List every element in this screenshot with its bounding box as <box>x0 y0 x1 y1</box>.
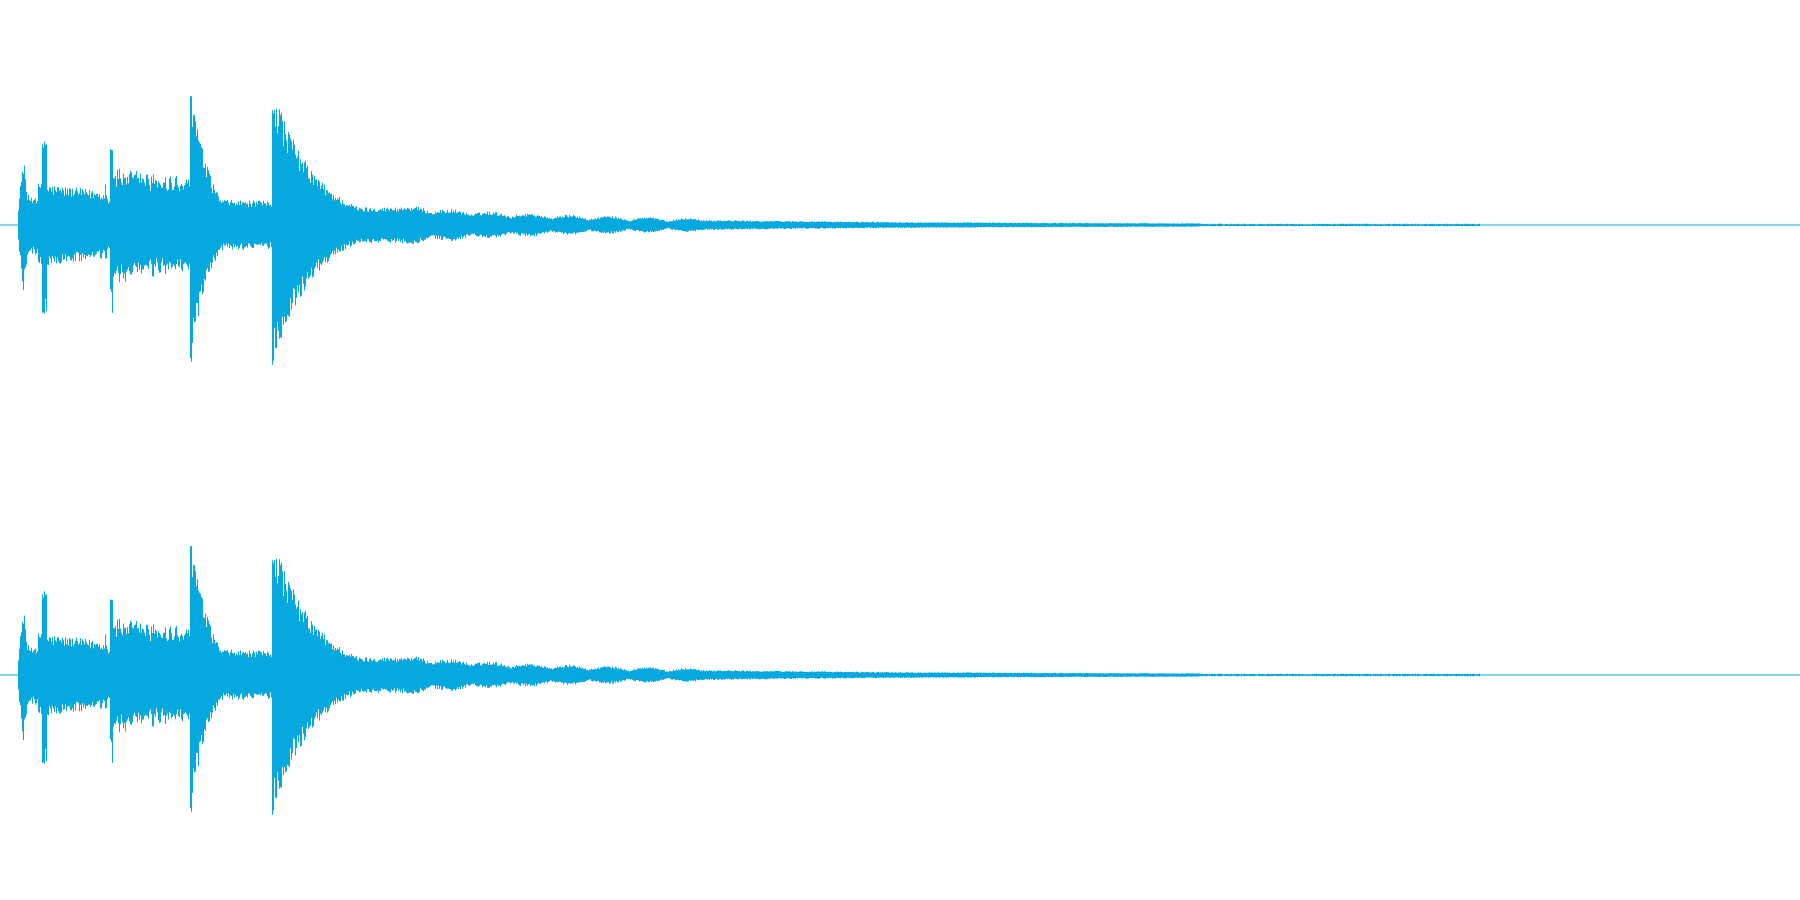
waveform-trace <box>18 546 1480 815</box>
waveform-trace <box>18 96 1480 365</box>
waveform-channel-2 <box>0 546 1800 815</box>
waveform-channel-1 <box>0 96 1800 365</box>
